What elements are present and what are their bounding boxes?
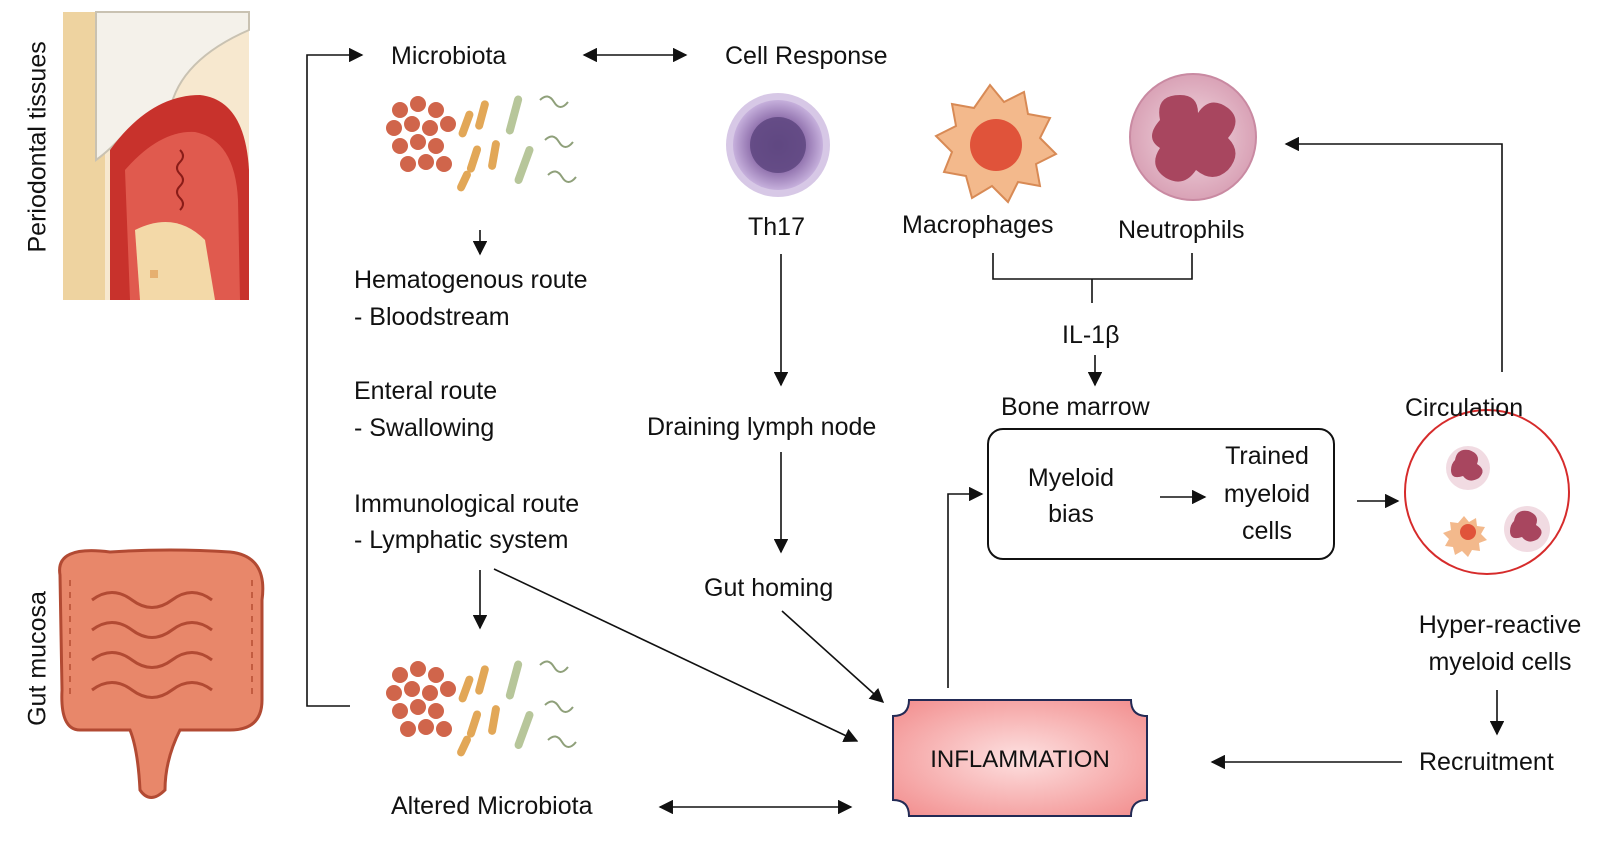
myeloid-bias-line2: bias [1048, 500, 1094, 528]
periodontal-tissues-label: Periodontal tissues [23, 41, 52, 253]
trained-line2: myeloid [1223, 480, 1311, 508]
trained-line3: cells [1241, 517, 1292, 545]
il1b-label: IL-1β [1062, 321, 1120, 349]
inflammation-box [892, 699, 1148, 817]
bone-marrow-box [987, 428, 1335, 560]
hyper-reactive-line1: Hyper-reactive [1418, 611, 1582, 639]
trained-line1: Trained [1225, 442, 1309, 470]
macrophage-illustration [934, 83, 1058, 204]
bloodstream-label: - Bloodstream [354, 303, 510, 331]
circulation-label: Circulation [1405, 394, 1524, 422]
recruitment-label: Recruitment [1419, 748, 1554, 776]
circulation-cells-illustration [1404, 409, 1570, 575]
neutrophils-label: Neutrophils [1118, 216, 1245, 244]
arrows [306, 47, 1505, 815]
immunological-route-label: Immunological route [354, 490, 580, 518]
cell-response-label: Cell Response [725, 42, 888, 70]
altered-microbiota-illustration [386, 660, 577, 757]
gut-illustration [58, 548, 265, 799]
hyper-reactive-line2: myeloid cells [1428, 648, 1572, 676]
gut-mucosa-label: Gut mucosa [23, 591, 52, 726]
bone-marrow-label: Bone marrow [1001, 393, 1150, 421]
draining-lymph-node-label: Draining lymph node [647, 413, 877, 441]
hematogenous-route-label: Hematogenous route [354, 266, 588, 294]
enteral-route-label: Enteral route [354, 377, 498, 405]
altered-microbiota-label: Altered Microbiota [391, 792, 593, 820]
microbiota-illustration [386, 95, 577, 192]
th17-cell-illustration [726, 93, 830, 197]
inflammation-label: INFLAMMATION [930, 746, 1110, 773]
myeloid-bias-line1: Myeloid [1027, 464, 1115, 492]
microbiota-label: Microbiota [391, 42, 507, 70]
swallowing-label: - Swallowing [354, 414, 495, 442]
gut-homing-label: Gut homing [704, 574, 834, 602]
th17-label: Th17 [748, 213, 805, 241]
lymphatic-system-label: - Lymphatic system [354, 526, 569, 554]
neutrophil-illustration [1129, 73, 1257, 201]
macrophages-label: Macrophages [902, 211, 1054, 239]
periodontal-illustration [63, 11, 250, 300]
